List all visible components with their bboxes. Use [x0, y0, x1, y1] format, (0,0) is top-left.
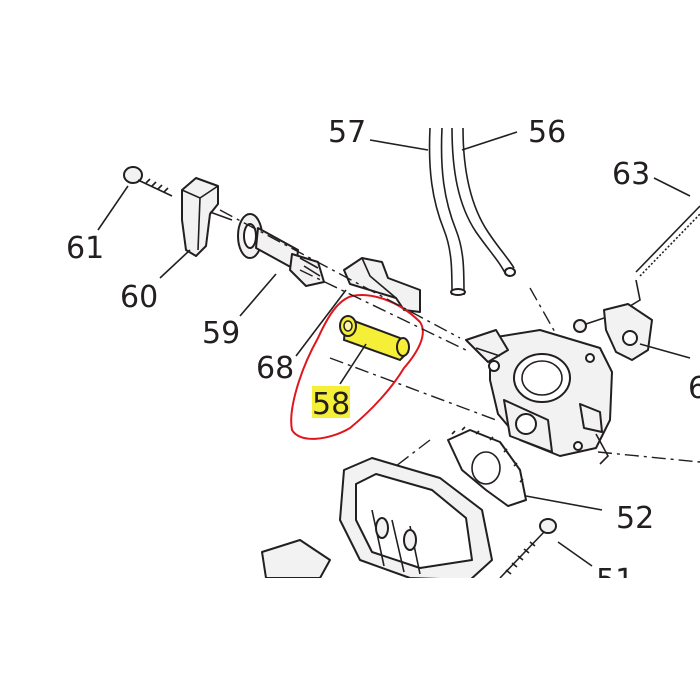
callout-edge: 6 [688, 371, 700, 406]
part-59-choke-shaft [237, 213, 325, 287]
callout-68: 68 [256, 351, 294, 386]
part-52-gasket [447, 426, 527, 507]
part-68-spacer [343, 257, 421, 313]
part-58-highlight [290, 294, 424, 440]
callout-57: 57 [328, 115, 366, 150]
callout-58: 58 [312, 387, 350, 422]
label-58-highlight [312, 386, 350, 418]
part-51-bolt [499, 518, 557, 579]
callout-61: 61 [66, 231, 104, 266]
fuel-lines [428, 127, 516, 296]
callout-60: 60 [120, 280, 158, 315]
crop-mask [0, 578, 700, 700]
part-61-screw [123, 166, 173, 197]
part-63-throttle-rod [573, 205, 700, 361]
part-60-choke-knob [181, 177, 233, 257]
assembly-axes [219, 209, 700, 467]
callout-63: 63 [612, 157, 650, 192]
intake-manifold [261, 457, 493, 581]
callout-52: 52 [616, 501, 654, 536]
leader-lines [97, 131, 691, 567]
callout-59: 59 [202, 316, 240, 351]
callout-56: 56 [528, 115, 566, 150]
highlight-outline [290, 294, 424, 440]
callout-labels: 57 56 63 61 60 59 68 58 52 51 6 [66, 115, 700, 598]
carburetor [465, 329, 613, 465]
